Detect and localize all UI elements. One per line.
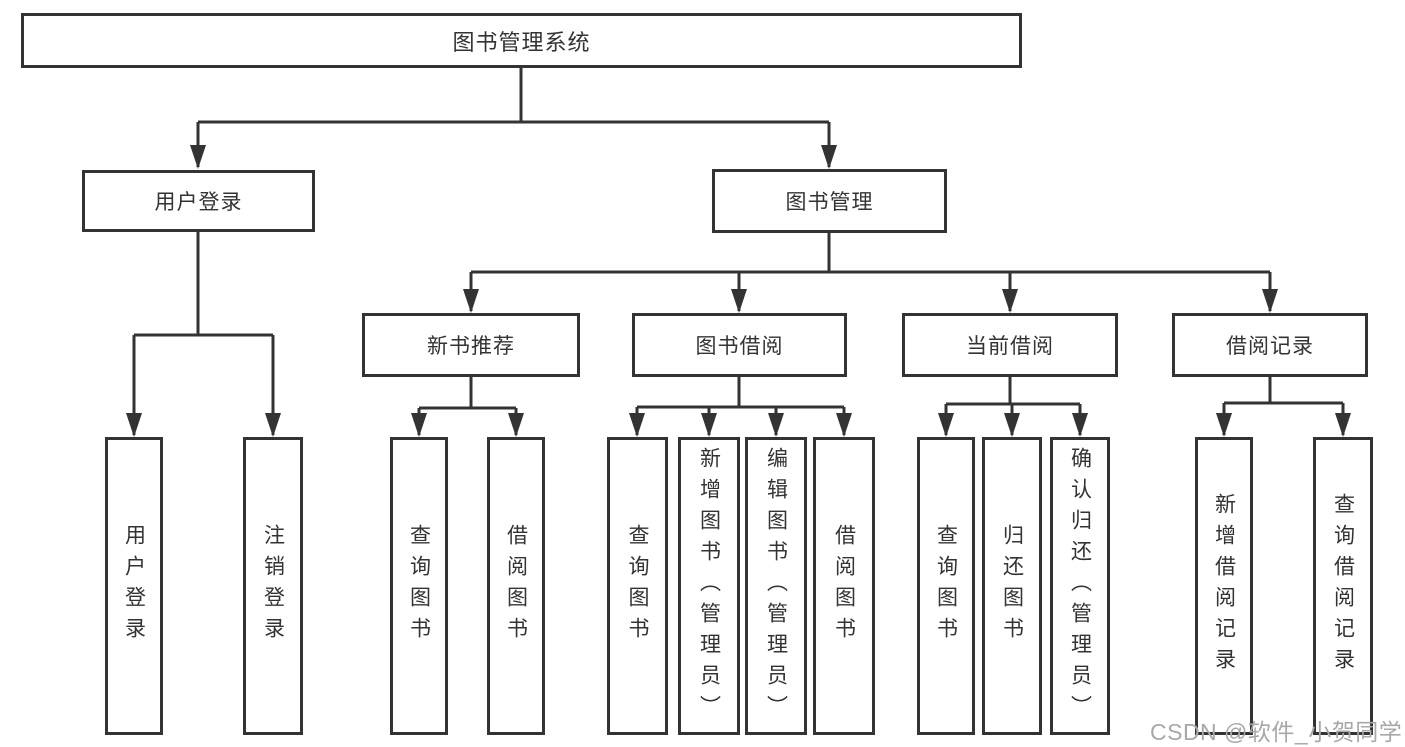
node-new-book-recommend-label: 新书推荐 <box>427 335 515 358</box>
node-book-borrow-label: 图书借阅 <box>695 335 784 358</box>
leaf-borrow-books-2-label: 借阅图书 <box>832 524 856 648</box>
leaf-query-books-1: 查询图书 <box>390 437 448 735</box>
node-current-borrow-label: 当前借阅 <box>966 335 1054 358</box>
leaf-edit-books-admin: 编辑图书（管理员） <box>745 437 807 735</box>
leaf-query-books-2-label: 查询图书 <box>626 524 649 648</box>
node-borrow-records: 借阅记录 <box>1172 313 1368 377</box>
node-root-system: 图书管理系统 <box>21 13 1022 68</box>
leaf-query-books-3-label: 查询图书 <box>934 524 958 648</box>
node-user-login-label: 用户登录 <box>154 191 243 214</box>
node-current-borrow: 当前借阅 <box>902 313 1118 377</box>
leaf-user-login-label: 用户登录 <box>122 524 146 648</box>
node-borrow-records-label: 借阅记录 <box>1226 335 1314 358</box>
leaf-add-books-admin-label: 新增图书（管理员） <box>697 446 721 726</box>
leaf-add-borrow-record: 新增借阅记录 <box>1195 437 1253 735</box>
node-root-label: 图书管理系统 <box>452 29 591 55</box>
leaf-borrow-books-2: 借阅图书 <box>813 437 875 735</box>
leaf-logout-login: 注销登录 <box>243 437 303 735</box>
node-book-borrow: 图书借阅 <box>632 313 847 377</box>
leaf-borrow-books-1: 借阅图书 <box>487 437 545 735</box>
leaf-add-books-admin: 新增图书（管理员） <box>678 437 740 735</box>
leaf-return-books-label: 归还图书 <box>1000 524 1024 648</box>
node-book-management-label: 图书管理 <box>785 191 874 214</box>
node-book-management: 图书管理 <box>712 169 947 233</box>
leaf-return-books: 归还图书 <box>982 437 1042 735</box>
node-user-login: 用户登录 <box>82 170 315 232</box>
leaf-confirm-return-admin-label: 确认归还（管理员） <box>1068 446 1092 726</box>
leaf-query-borrow-record: 查询借阅记录 <box>1313 437 1373 735</box>
leaf-borrow-books-1-label: 借阅图书 <box>504 524 528 648</box>
leaf-query-borrow-record-label: 查询借阅记录 <box>1331 493 1355 679</box>
node-new-book-recommend: 新书推荐 <box>362 313 580 377</box>
watermark: CSDN @软件_小贺同学 <box>1150 719 1403 745</box>
leaf-query-books-3: 查询图书 <box>917 437 975 735</box>
leaf-user-login: 用户登录 <box>105 437 163 735</box>
leaf-logout-login-label: 注销登录 <box>261 524 285 648</box>
leaf-query-books-1-label: 查询图书 <box>407 524 431 648</box>
leaf-add-borrow-record-label: 新增借阅记录 <box>1212 493 1236 679</box>
leaf-confirm-return-admin: 确认归还（管理员） <box>1050 437 1110 735</box>
leaf-query-books-2: 查询图书 <box>607 437 668 735</box>
leaf-edit-books-admin-label: 编辑图书（管理员） <box>764 446 788 726</box>
